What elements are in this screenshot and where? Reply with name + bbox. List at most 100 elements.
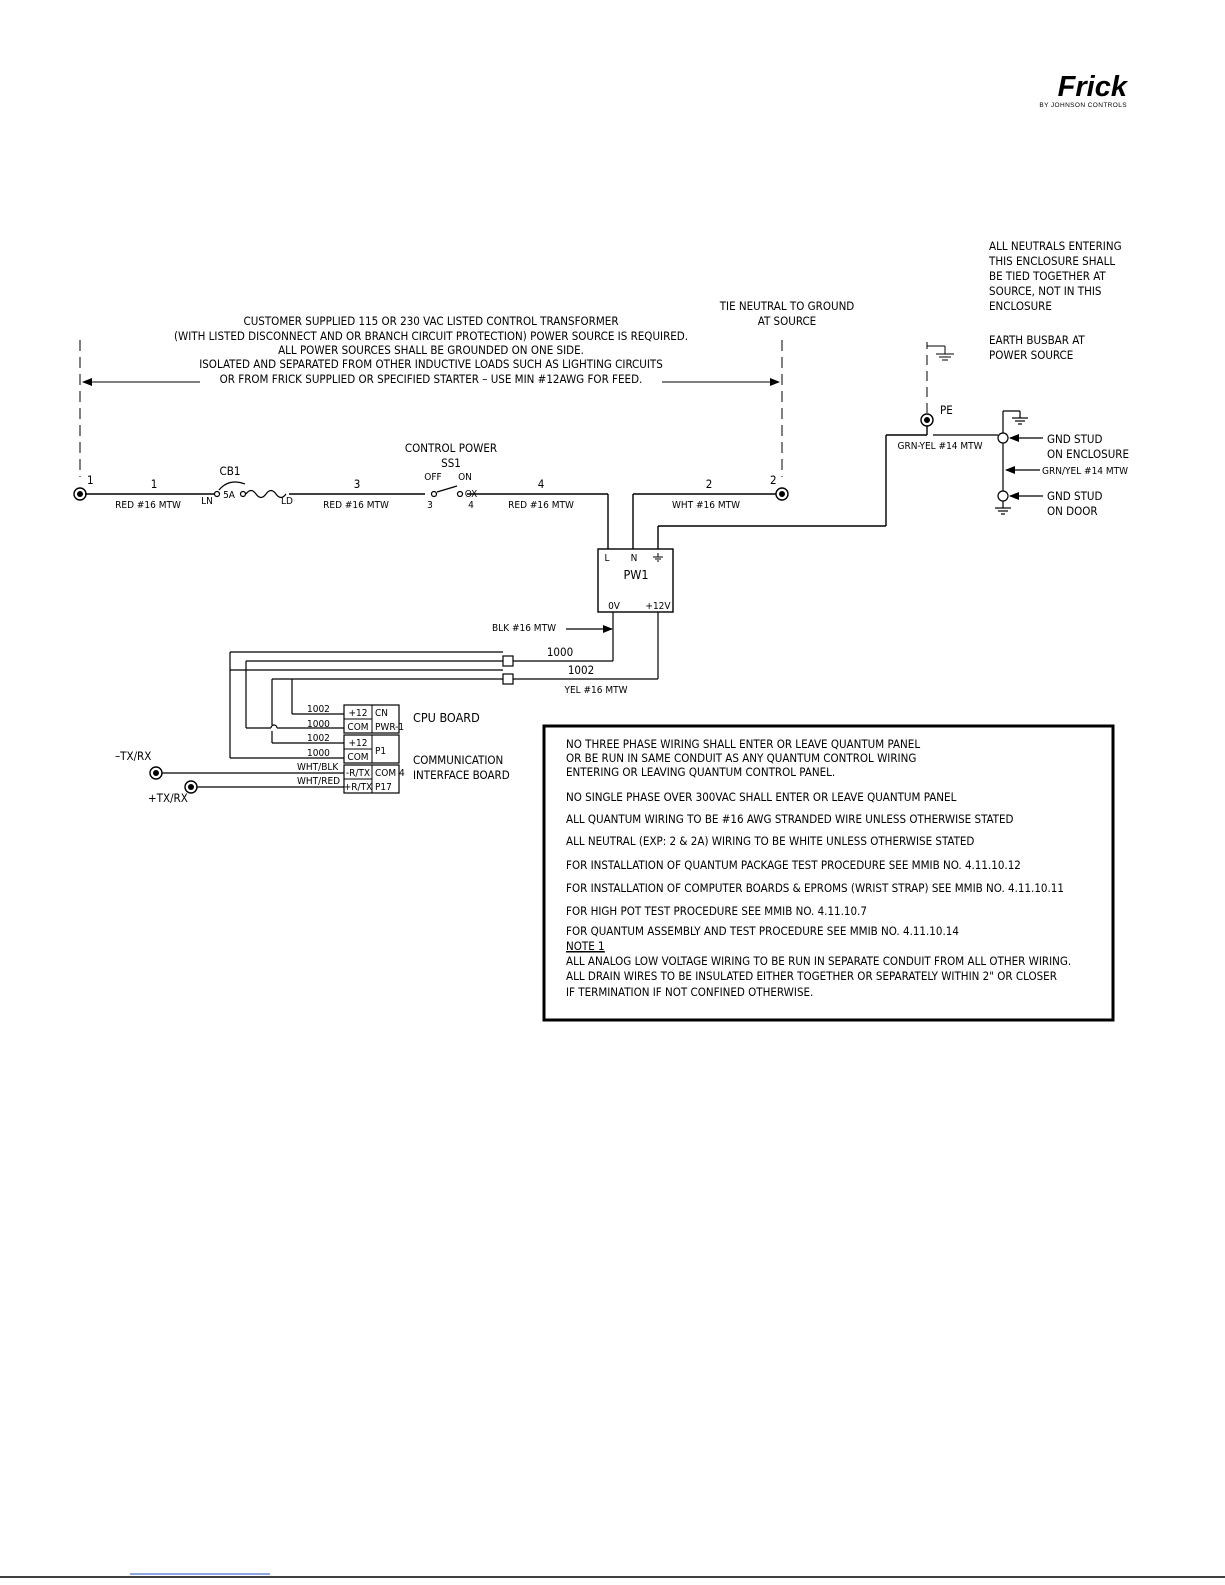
- blk-wire-label: BLK #16 MTW: [492, 623, 556, 634]
- svg-text:+12: +12: [349, 708, 368, 719]
- svg-text:OR FROM FRICK SUPPLIED OR SPEC: OR FROM FRICK SUPPLIED OR SPECIFIED STAR…: [220, 372, 643, 386]
- svg-text:GND STUD: GND STUD: [1047, 489, 1102, 503]
- ground-stud-labels: GND STUD ON ENCLOSURE GRN/YEL #14 MTW GN…: [1042, 432, 1129, 518]
- svg-text:SS1: SS1: [441, 456, 461, 470]
- svg-text:OX: OX: [465, 489, 478, 500]
- svg-text:FOR QUANTUM ASSEMBLY AND TEST: FOR QUANTUM ASSEMBLY AND TEST PROCEDURE …: [566, 924, 959, 938]
- svg-text:BE TIED TOGETHER AT: BE TIED TOGETHER AT: [989, 269, 1106, 283]
- svg-text:LD: LD: [281, 496, 293, 507]
- svg-text:ENTERING OR LEAVING QUANTUM CO: ENTERING OR LEAVING QUANTUM CONTROL PANE…: [566, 765, 835, 779]
- svg-text:NO SINGLE PHASE OVER 300VAC SH: NO SINGLE PHASE OVER 300VAC SHALL ENTER …: [566, 790, 957, 804]
- svg-text:COM 4: COM 4: [375, 768, 405, 779]
- svg-text:ON: ON: [458, 472, 472, 483]
- svg-text:4: 4: [468, 500, 474, 511]
- svg-text:(WITH LISTED DISCONNECT AND OR: (WITH LISTED DISCONNECT AND OR BRANCH CI…: [174, 329, 688, 343]
- customer-supply-note: CUSTOMER SUPPLIED 115 OR 230 VAC LISTED …: [174, 314, 688, 386]
- svg-text:NO THREE PHASE WIRING SHALL EN: NO THREE PHASE WIRING SHALL ENTER OR LEA…: [566, 737, 920, 751]
- svg-text:1002: 1002: [307, 733, 330, 744]
- svg-text:+12V: +12V: [645, 601, 671, 612]
- svg-text:-R/TX: -R/TX: [346, 768, 370, 779]
- svg-text:P17: P17: [375, 782, 392, 793]
- wire-label-4: 4: [538, 477, 545, 491]
- svg-text:IF TERMINATION IF NOT CONFINED: IF TERMINATION IF NOT CONFINED OTHERWISE…: [566, 985, 813, 999]
- notes-box: NO THREE PHASE WIRING SHALL ENTER OR LEA…: [542, 724, 1115, 1022]
- svg-text:OR BE RUN IN SAME CONDUIT AS A: OR BE RUN IN SAME CONDUIT AS ANY QUANTUM…: [566, 751, 916, 765]
- svg-text:GRN/YEL #14 MTW: GRN/YEL #14 MTW: [1042, 466, 1128, 477]
- svg-text:ALL NEUTRALS ENTERING: ALL NEUTRALS ENTERING: [989, 239, 1122, 253]
- svg-text:ENCLOSURE: ENCLOSURE: [989, 299, 1052, 313]
- frick-logo: Frick BY JOHNSON CONTROLS: [1039, 71, 1129, 109]
- svg-text:ALL POWER SOURCES SHALL BE GRO: ALL POWER SOURCES SHALL BE GROUNDED ON O…: [278, 343, 584, 357]
- svg-text:FOR HIGH POT TEST PROCEDURE SE: FOR HIGH POT TEST PROCEDURE SEE MMIB NO.…: [566, 904, 867, 918]
- svg-text:CUSTOMER SUPPLIED 115 OR 230 V: CUSTOMER SUPPLIED 115 OR 230 VAC LISTED …: [243, 314, 618, 328]
- terminal-1: [73, 487, 87, 501]
- svg-text:CONTROL POWER: CONTROL POWER: [405, 441, 497, 455]
- svg-text:POWER SOURCE: POWER SOURCE: [989, 348, 1073, 362]
- cpu-connector-block: 1002 +12 CN 1000 COM PWR-1 1002 +12 1000…: [297, 704, 405, 794]
- tx-minus-label: –TX/RX: [115, 749, 151, 763]
- wire-spec-1: RED #16 MTW: [115, 500, 181, 511]
- svg-text:+12: +12: [349, 738, 368, 749]
- svg-text:ALL DRAIN WIRES TO BE INSULATE: ALL DRAIN WIRES TO BE INSULATED EITHER T…: [566, 969, 1057, 983]
- svg-text:3: 3: [427, 500, 433, 511]
- svg-text:+R/TX: +R/TX: [344, 782, 372, 793]
- svg-text:ISOLATED AND SEPARATED FROM OT: ISOLATED AND SEPARATED FROM OTHER INDUCT…: [199, 357, 663, 371]
- svg-text:FOR INSTALLATION OF QUANTUM PA: FOR INSTALLATION OF QUANTUM PACKAGE TEST…: [566, 858, 1021, 872]
- terminal-2-label: 2: [770, 473, 777, 487]
- svg-text:CN: CN: [375, 708, 388, 719]
- wire-1002-label: 1002: [568, 663, 594, 677]
- svg-text:Frick: Frick: [1058, 71, 1129, 103]
- neutrals-note: ALL NEUTRALS ENTERING THIS ENCLOSURE SHA…: [988, 239, 1122, 362]
- svg-text:1002: 1002: [307, 704, 330, 715]
- cpu-board-label: CPU BOARD: [413, 710, 480, 725]
- wire-1000-label: 1000: [547, 645, 573, 659]
- control-power-switch-ss1: CONTROL POWER SS1 OFF ON 3 4 OX: [405, 441, 497, 511]
- svg-text:L: L: [604, 553, 609, 564]
- svg-text:N: N: [631, 553, 638, 564]
- pe-ground-terminal: PE: [920, 342, 954, 435]
- svg-text:WHT/RED: WHT/RED: [297, 776, 340, 787]
- wire-spec-3: RED #16 MTW: [323, 500, 389, 511]
- svg-text:ALL ANALOG LOW VOLTAGE WIRING: ALL ANALOG LOW VOLTAGE WIRING TO BE RUN …: [566, 954, 1071, 968]
- svg-text:SOURCE, NOT IN THIS: SOURCE, NOT IN THIS: [989, 284, 1102, 298]
- svg-text:COM: COM: [347, 752, 368, 763]
- svg-text:CB1: CB1: [220, 464, 241, 478]
- yel-wire-label: YEL #16 MTW: [563, 685, 627, 696]
- tx-plus-label: +TX/RX: [148, 791, 188, 805]
- dimension-lines: [79, 340, 783, 477]
- wire-label-2: 2: [706, 477, 713, 491]
- svg-text:GND STUD: GND STUD: [1047, 432, 1102, 446]
- power-wires: [85, 434, 927, 549]
- svg-text:BY JOHNSON CONTROLS: BY JOHNSON CONTROLS: [1039, 102, 1127, 109]
- tx-rx-terminals: [149, 766, 198, 794]
- svg-text:ALL NEUTRAL (EXP: 2 & 2A) WIRI: ALL NEUTRAL (EXP: 2 & 2A) WIRING TO BE W…: [566, 834, 974, 848]
- wire-spec-2: WHT #16 MTW: [672, 500, 740, 511]
- svg-text:PW1: PW1: [623, 567, 648, 582]
- grn-yel-label: GRN-YEL #14 MTW: [897, 441, 982, 452]
- svg-text:NOTE 1: NOTE 1: [566, 939, 605, 953]
- svg-text:0V: 0V: [608, 601, 621, 612]
- circuit-breaker-cb1: CB1 5A LN LD: [201, 464, 293, 507]
- svg-text:5A: 5A: [223, 490, 236, 501]
- svg-text:FOR INSTALLATION OF COMPUTER B: FOR INSTALLATION OF COMPUTER BOARDS & EP…: [566, 881, 1064, 895]
- svg-text:PWR-1: PWR-1: [375, 722, 404, 733]
- terminal-2: [775, 487, 789, 501]
- svg-text:WHT/BLK: WHT/BLK: [297, 762, 339, 773]
- wire-label-1: 1: [151, 477, 158, 491]
- svg-text:1000: 1000: [307, 748, 330, 759]
- comm-board-label-1: COMMUNICATION: [413, 753, 503, 767]
- svg-text:THIS ENCLOSURE SHALL: THIS ENCLOSURE SHALL: [988, 254, 1115, 268]
- svg-text:ALL QUANTUM WIRING TO BE #16 A: ALL QUANTUM WIRING TO BE #16 AWG STRANDE…: [566, 812, 1014, 826]
- terminal-1-label: 1: [87, 473, 94, 487]
- wire-label-3: 3: [354, 477, 361, 491]
- low-voltage-wires: [162, 612, 659, 788]
- svg-text:COM: COM: [347, 722, 368, 733]
- svg-text:EARTH BUSBAR AT: EARTH BUSBAR AT: [989, 333, 1085, 347]
- ground-studs: [933, 410, 1043, 515]
- svg-text:1000: 1000: [307, 719, 330, 730]
- svg-text:ON ENCLOSURE: ON ENCLOSURE: [1047, 447, 1129, 461]
- tie-neutral-note: TIE NEUTRAL TO GROUND AT SOURCE: [719, 299, 855, 328]
- svg-text:ON DOOR: ON DOOR: [1047, 504, 1098, 518]
- svg-text:AT SOURCE: AT SOURCE: [758, 314, 816, 328]
